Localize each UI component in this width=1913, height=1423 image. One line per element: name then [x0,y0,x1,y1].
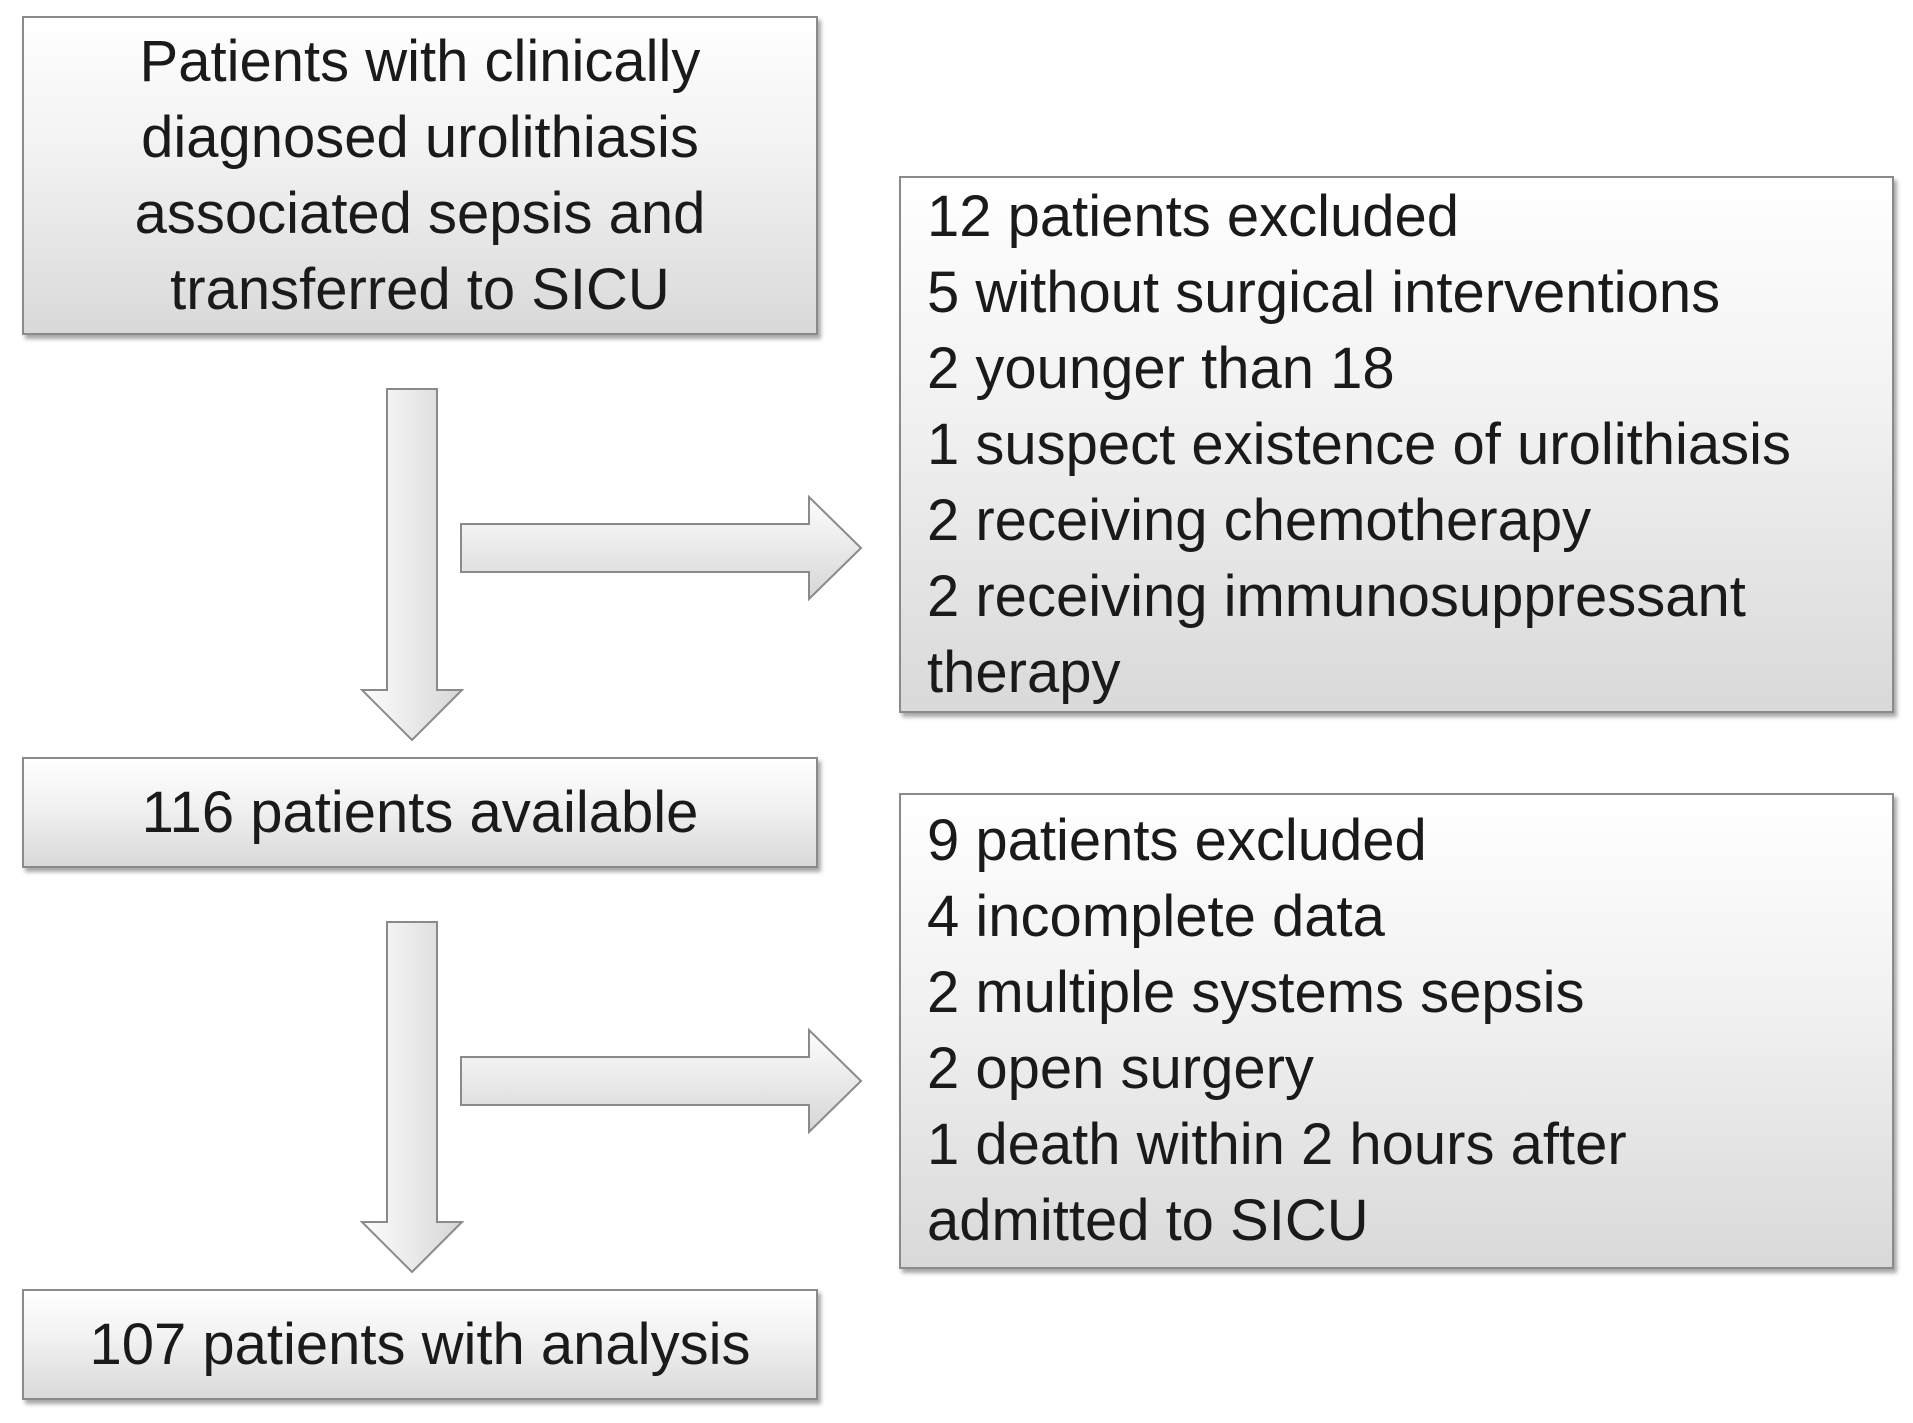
available-box: 116 patients available [22,757,818,868]
exclusion-2-line-1: 9 patients excluded [927,808,1427,873]
start-box: Patients with clinically diagnosed uroli… [22,16,818,335]
right-arrow-1 [460,494,863,602]
start-line-2: diagnosed urolithiasis [141,104,699,170]
exclusion-box-2: 9 patients excluded 4 incomplete data 2 … [899,793,1894,1269]
exclusion-box-1: 12 patients excluded 5 without surgical … [899,176,1894,713]
analysis-label: 107 patients with analysis [89,1311,751,1377]
start-line-1: Patients with clinically [139,28,701,94]
right-arrow-2 [460,1027,863,1135]
exclusion-2-line-4: 2 open surgery [927,1036,1314,1101]
available-label: 116 patients available [141,779,699,845]
exclusion-1-line-7: therapy [927,639,1121,705]
exclusion-1-line-2: 5 without surgical interventions [927,259,1721,325]
exclusion-2-line-6: admitted to SICU [927,1188,1369,1253]
exclusion-2-line-5: 1 death within 2 hours after [927,1112,1627,1177]
exclusion-1-line-3: 2 younger than 18 [927,335,1395,401]
down-arrow-2 [359,921,465,1274]
down-arrow-1 [359,388,465,742]
exclusion-1-line-1: 12 patients excluded [927,183,1460,249]
exclusion-2-line-3: 2 multiple systems sepsis [927,960,1585,1025]
exclusion-1-line-5: 2 receiving chemotherapy [927,487,1592,553]
start-line-4: transferred to SICU [170,256,670,322]
exclusion-2-line-2: 4 incomplete data [927,884,1385,949]
exclusion-1-line-4: 1 suspect existence of urolithiasis [927,411,1791,477]
exclusion-1-line-6: 2 receiving immunosuppressant [927,563,1746,629]
start-line-3: associated sepsis and [134,180,706,246]
analysis-box: 107 patients with analysis [22,1289,818,1400]
